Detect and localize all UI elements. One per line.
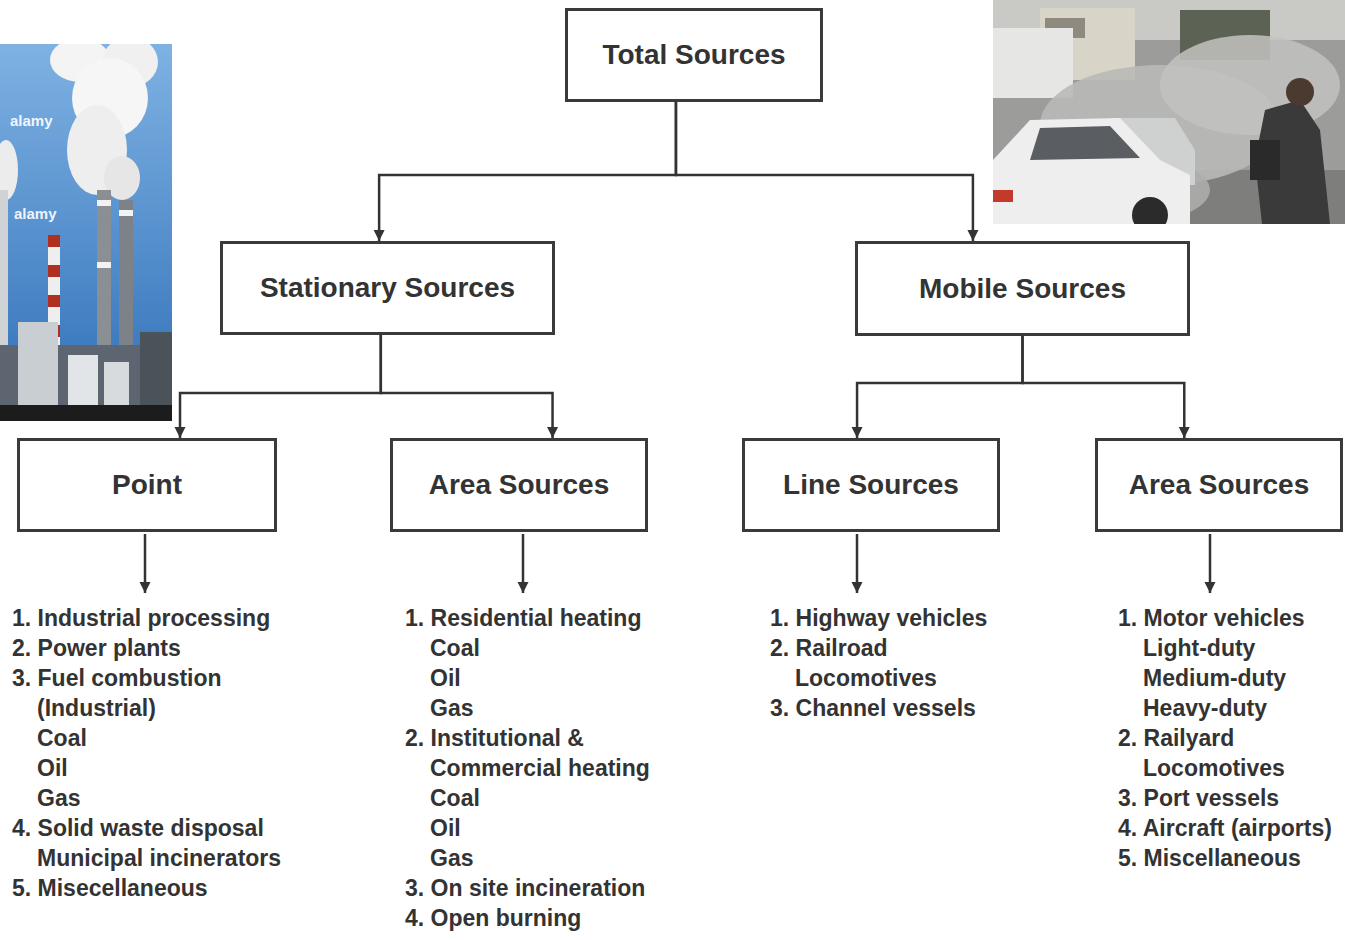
list-item: 5. Miscellaneous: [1118, 843, 1301, 873]
list-item: 2. Institutional & Commercial heating: [405, 723, 695, 783]
connector-arrow: [676, 102, 973, 241]
list-item: Locomotives: [1143, 753, 1285, 783]
box-title: Stationary Sources: [260, 271, 515, 305]
list-item: Coal: [430, 783, 480, 813]
list-item: Coal: [37, 723, 87, 753]
list-item: 3. Port vessels: [1118, 783, 1279, 813]
source-box: Point: [17, 438, 277, 532]
leader-arrow: [856, 534, 859, 593]
connector-arrow: [180, 335, 381, 438]
box-title: Line Sources: [783, 468, 959, 502]
list-leader-arrows: [145, 534, 1210, 593]
list-item: Gas: [37, 783, 80, 813]
list-item: 2. Railyard: [1118, 723, 1234, 753]
connector-arrow: [381, 335, 553, 438]
source-box: Area Sources: [1095, 438, 1343, 532]
leader-arrow: [144, 534, 147, 593]
traffic-smoke-photo: [993, 0, 1345, 224]
list-item: 4. Open burning: [405, 903, 581, 933]
box-title: Total Sources: [602, 38, 785, 72]
list-item: Heavy-duty: [1143, 693, 1267, 723]
box-title: Area Sources: [1129, 468, 1310, 502]
watermark: alamy: [10, 112, 53, 130]
list-item: Oil: [430, 663, 461, 693]
list-item: 4. Aircraft (airports): [1118, 813, 1332, 843]
list-item: 1. Highway vehicles: [770, 603, 987, 633]
list-item: Light-duty: [1143, 633, 1255, 663]
leader-arrow: [1209, 534, 1212, 593]
leader-arrow: [522, 534, 525, 593]
list-item: Gas: [430, 693, 473, 723]
list-item: 3. On site incineration: [405, 873, 645, 903]
box-title: Point: [112, 468, 182, 502]
power-plant-photo: [0, 44, 172, 421]
list-item: 2. Railroad: [770, 633, 888, 663]
source-box: Area Sources: [390, 438, 648, 532]
list-item: 3. Channel vessels: [770, 693, 976, 723]
box-title: Mobile Sources: [919, 272, 1126, 306]
list-item: Locomotives: [795, 663, 937, 693]
list-item: 1. Motor vehicles: [1118, 603, 1305, 633]
list-item: 2. Power plants: [12, 633, 181, 663]
list-item: 4. Solid waste disposal: [12, 813, 264, 843]
list-item: Gas: [430, 843, 473, 873]
list-item: Oil: [37, 753, 68, 783]
box-title: Area Sources: [429, 468, 610, 502]
list-item: 3. Fuel combustion (Industrial): [12, 663, 302, 723]
connector-arrow: [1023, 336, 1185, 438]
connector-arrow: [379, 102, 676, 241]
source-box: Mobile Sources: [855, 241, 1190, 336]
watermark: alamy: [14, 205, 57, 223]
source-box: Total Sources: [565, 8, 823, 102]
list-item: 1. Residential heating: [405, 603, 641, 633]
list-item: Oil: [430, 813, 461, 843]
source-box: Stationary Sources: [220, 241, 555, 335]
connector-arrow: [857, 336, 1022, 438]
list-item: 1. Industrial processing: [12, 603, 270, 633]
list-item: 5. Misecellaneous: [12, 873, 208, 903]
list-item: Municipal incinerators: [37, 843, 281, 873]
source-box: Line Sources: [742, 438, 1000, 532]
list-item: Medium-duty: [1143, 663, 1286, 693]
list-item: Coal: [430, 633, 480, 663]
